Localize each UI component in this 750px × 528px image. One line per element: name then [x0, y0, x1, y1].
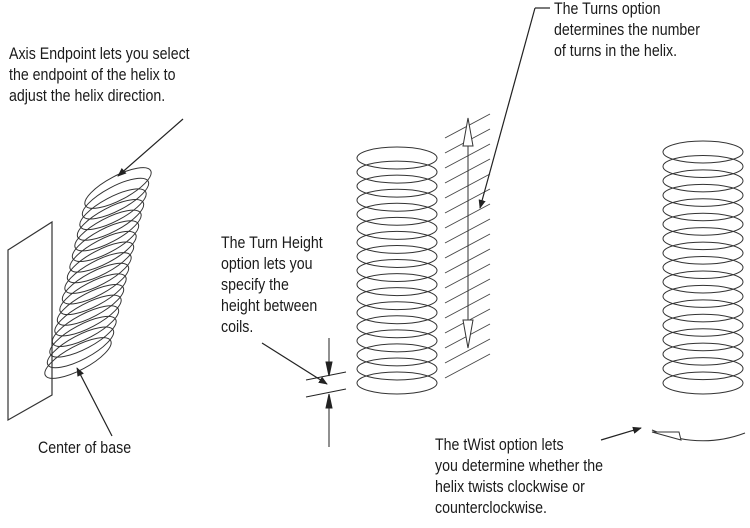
callout-line: The Turn Height [221, 234, 323, 252]
callout-line: height between [221, 297, 318, 315]
axis-endpoint-callout: Axis Endpoint lets you select the endpoi… [9, 44, 190, 107]
helix-coil [84, 167, 152, 209]
helix-coil [662, 284, 744, 308]
tilted-helix-coils [44, 167, 152, 379]
callout-line: Axis Endpoint lets you select [9, 45, 190, 63]
helix-coil [51, 305, 120, 347]
helix-coil [356, 287, 438, 311]
turns-arrowhead-bottom [462, 319, 474, 349]
helix-coil [54, 294, 122, 337]
helix-coil [662, 342, 744, 366]
callout-line: helix twists clockwise or [435, 478, 585, 496]
helix-coil [356, 202, 438, 226]
callout-line: The Turns option [554, 0, 661, 18]
helix-coil [662, 212, 744, 236]
helix-coil [356, 188, 438, 212]
helix-coil [44, 337, 112, 379]
callout-line: adjust the helix direction. [9, 87, 166, 105]
helix-coil [79, 188, 147, 231]
helix-coil [69, 230, 137, 273]
helix-coil [356, 174, 438, 198]
helix-coil [662, 198, 744, 222]
helix-coil [46, 326, 115, 369]
callout-line: Center of base [38, 439, 132, 457]
helix-coil [662, 227, 744, 251]
helix-coil [356, 146, 438, 170]
helix-coil [662, 328, 744, 352]
right-helix-coils [662, 140, 744, 395]
helix-coil [662, 313, 744, 337]
base-plane [7, 220, 53, 422]
helix-coil [56, 284, 125, 326]
helix-coil [662, 183, 744, 207]
center-of-base-leader [76, 367, 113, 437]
helix-coil [81, 177, 150, 220]
turn-guide-line [444, 353, 491, 379]
callout-line: coils. [221, 318, 254, 336]
twist-arrowhead [651, 431, 682, 441]
helix-coil [356, 329, 438, 353]
helix-coil [49, 315, 117, 358]
turn-height-dimension [305, 338, 347, 447]
helix-coil [59, 273, 127, 316]
tilted-helix [7, 167, 152, 422]
helix-coil [662, 371, 744, 395]
vertical-helix-middle [356, 113, 491, 395]
twist-callout: The tWist option lets you determine whet… [435, 435, 603, 519]
helix-coil [662, 256, 744, 279]
helix-coil [356, 160, 438, 184]
helix-coil [64, 252, 132, 294]
callout-line: of turns in the helix. [554, 42, 678, 60]
helix-coil [356, 230, 438, 254]
helix-coil [662, 241, 744, 265]
helix-coil [356, 259, 438, 282]
helix-coil [66, 241, 135, 284]
helix-coil [356, 273, 438, 297]
helix-coil [356, 357, 438, 381]
helix-coil [662, 169, 744, 193]
helix-coil [356, 315, 438, 339]
helix-coil [356, 343, 438, 367]
callout-line: specify the [221, 276, 289, 294]
vertical-helix-right [651, 140, 746, 442]
helix-coil [356, 244, 438, 268]
turn-height-leader [261, 342, 328, 385]
helix-coil [662, 299, 744, 323]
helix-coil [662, 154, 744, 178]
helix-coil [662, 270, 744, 294]
helix-coil [74, 209, 142, 252]
helix-coil [356, 371, 438, 395]
turns-arrowhead-top [462, 117, 474, 147]
callout-line: The tWist option lets [435, 436, 564, 454]
axis-endpoint-leader [117, 118, 184, 177]
callout-line: you determine whether the [435, 457, 604, 475]
middle-helix-coils [356, 146, 438, 395]
callout-line: the endpoint of the helix to [9, 66, 176, 84]
turn-height-callout: The Turn Height option lets you specify … [221, 233, 323, 338]
center-of-base-callout: Center of base [38, 438, 131, 459]
helix-coil [356, 216, 438, 240]
helix-coil [662, 140, 744, 164]
leader-arrows [76, 7, 642, 441]
turn-guide-line [444, 338, 491, 364]
callout-line: determines the number [554, 21, 700, 39]
helix-coil [71, 220, 140, 262]
callout-line: option lets you [221, 255, 313, 273]
helix-coil [356, 301, 438, 325]
callout-line: counterclockwise. [435, 499, 548, 517]
turns-leader [478, 7, 536, 209]
helix-coil [662, 357, 744, 381]
twist-leader [600, 426, 642, 441]
helix-coil [76, 199, 145, 241]
turns-callout: The Turns option determines the number o… [554, 0, 700, 62]
helix-coil [61, 262, 130, 305]
